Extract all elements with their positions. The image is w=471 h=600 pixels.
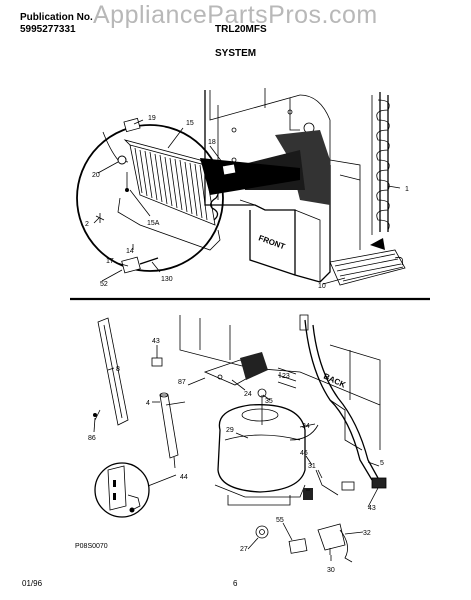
capacitor-connectors xyxy=(303,469,387,500)
callout-27: 27 xyxy=(240,546,248,553)
callout-86: 86 xyxy=(88,435,96,442)
callout-1: 1 xyxy=(405,186,409,193)
callout-44: 44 xyxy=(180,474,188,481)
callout-14: 14 xyxy=(126,248,134,255)
callout-29: 29 xyxy=(226,427,234,434)
callout-31: 31 xyxy=(308,463,316,470)
front-label: FRONT xyxy=(257,233,286,251)
bottom-callout-leaders xyxy=(93,345,380,561)
drier xyxy=(159,392,186,469)
section-title: SYSTEM xyxy=(215,48,257,59)
callout-43-bottom: 43 xyxy=(368,505,376,512)
callout-2: 2 xyxy=(85,221,89,228)
callout-20: 20 xyxy=(92,172,100,179)
callout-15a: 15A xyxy=(147,220,160,227)
callout-15: 15 xyxy=(186,120,194,127)
grommet xyxy=(255,525,269,539)
tubing-and-wiring xyxy=(299,314,379,496)
relay-overload xyxy=(151,352,297,389)
callout-130: 130 xyxy=(161,276,173,283)
callout-5: 5 xyxy=(380,460,384,467)
callout-17: 17 xyxy=(106,258,114,265)
cabinet-outline xyxy=(204,88,361,283)
callout-34: 34 xyxy=(302,423,310,430)
callout-8: 8 xyxy=(116,366,120,373)
condenser-coil-right xyxy=(371,92,390,235)
callout-24: 24 xyxy=(244,391,252,398)
callout-30: 30 xyxy=(327,567,335,574)
compressor xyxy=(214,388,319,506)
callout-46: 46 xyxy=(300,450,308,457)
callout-4: 4 xyxy=(146,400,150,407)
callout-43-top: 43 xyxy=(152,338,160,345)
condenser-detail-circle xyxy=(76,117,300,274)
callout-55: 55 xyxy=(276,517,284,524)
callout-35: 35 xyxy=(265,398,273,405)
callout-52: 52 xyxy=(100,281,108,288)
side-bracket xyxy=(93,317,129,426)
footer-date: 01/96 xyxy=(22,579,43,588)
footer-page: 6 xyxy=(233,579,238,588)
outlet-detail-circle xyxy=(94,462,150,518)
drain-pan-coil xyxy=(329,238,406,286)
callout-87: 87 xyxy=(178,379,186,386)
publication-number: 5995277331 xyxy=(20,24,76,35)
back-label: BACK xyxy=(322,372,347,390)
callout-23: 23 xyxy=(282,373,290,380)
model-number: TRL20MFS xyxy=(215,24,267,35)
callout-32: 32 xyxy=(363,530,371,537)
publication-label: Publication No. xyxy=(20,12,93,23)
callout-10: 10 xyxy=(318,283,326,290)
callout-18: 18 xyxy=(208,139,216,146)
callout-19: 19 xyxy=(148,115,156,122)
top-callout-leaders xyxy=(93,119,401,285)
rear-panel xyxy=(179,315,381,450)
watermark: AppliancePartsPros.com xyxy=(93,1,378,29)
diagram-id: P08S0070 xyxy=(75,543,108,550)
relay-and-plug xyxy=(288,523,353,563)
